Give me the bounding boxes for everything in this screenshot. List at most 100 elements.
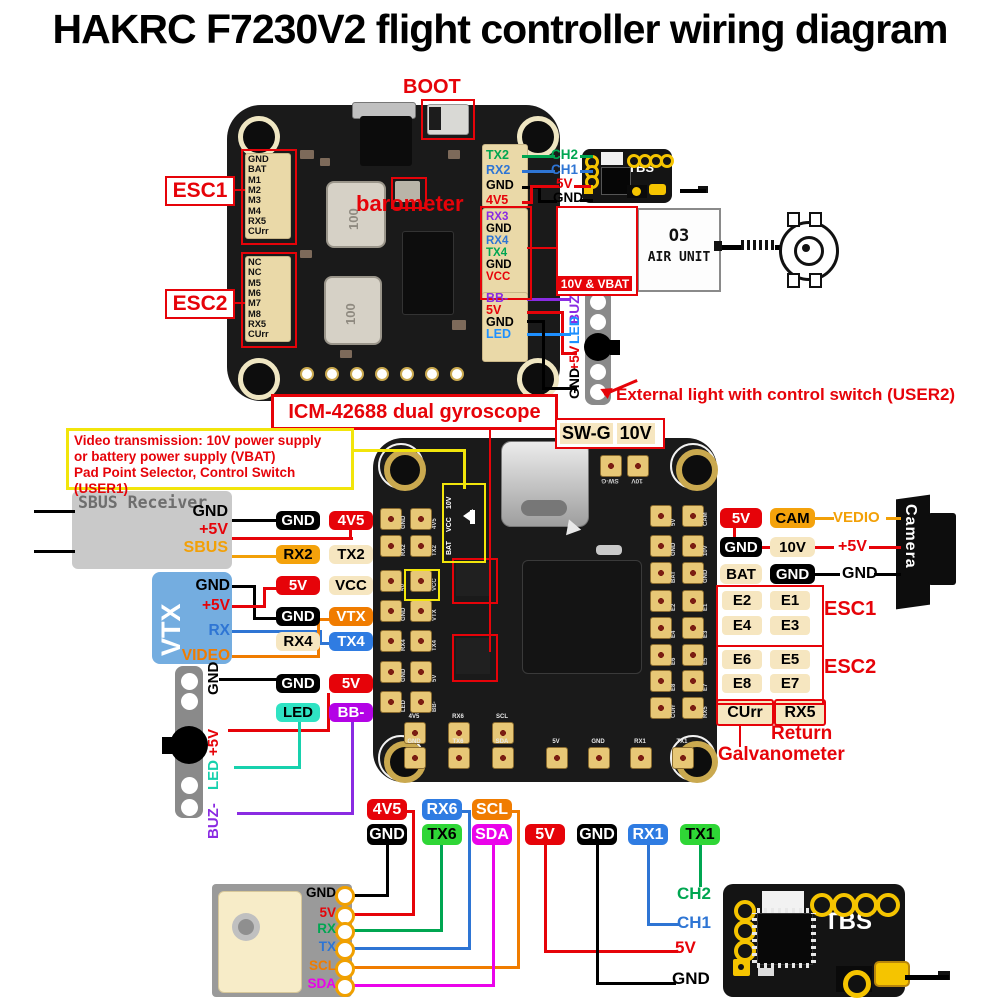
esc2-solder-E8[interactable]: E8 [722,674,762,693]
board1-grommet-0 [238,116,280,158]
antenna-tab-1 [809,212,822,227]
bottom-pill-5V-3[interactable]: 5V [525,824,565,845]
led-left-label-LED: LED [205,760,222,790]
esc2-pin-M7-4: M7 [248,298,261,309]
wire-cam-5v-seg2 [869,546,901,549]
pad-right-TX4-4[interactable]: TX4 [329,632,373,651]
led-strip-left-hole-c [180,776,198,794]
cam-pad2-10V-1[interactable]: 10V [770,537,815,557]
tbs-bottom-wire-CH1: CH1 [677,913,712,932]
selector-arrow [456,509,473,523]
gps-pin-hole-SDA [335,977,355,997]
usbc-slot [521,500,567,516]
bottom-pill-TX1-6[interactable]: TX1 [680,824,720,845]
b2-pad-lo-0 [380,508,402,530]
b2-pad-ri-1 [650,535,672,557]
cam-pad1-GND-1[interactable]: GND [720,537,762,557]
pad-left-5V-2[interactable]: 5V [276,576,320,595]
esc2-solder-E5[interactable]: E5 [770,650,810,669]
b2-pad-b1-1 [448,722,470,744]
wire-tbs2-5v-seg1 [544,950,678,953]
antenna-tab-0 [787,212,800,227]
pad-left-LED-6[interactable]: LED [276,703,320,722]
barometer-label: barometer [356,191,464,216]
b2-lbl-ro-2: GND [703,569,709,583]
tbs-bot-antconn [874,961,910,987]
pad-right-VCC-2[interactable]: VCC [329,576,373,595]
b2-lbl-lo-0: GND [401,515,407,529]
bottom-pill-top-4V5[interactable]: 4V5 [367,799,407,820]
wire-tbs2-gnd-seg1 [596,982,676,985]
wire-gps-5v-seg1 [412,810,415,916]
gps-pin-RX: RX [317,921,336,936]
cam-wire-label-GND: GND [842,565,878,582]
wire-ledl-buz-seg1 [351,714,354,815]
dji-pin-GND-4: GND [486,259,512,271]
bottom-pill-GND-0[interactable]: GND [367,824,407,845]
cam-pad1-5V-0[interactable]: 5V [720,508,762,528]
selector-bar1 [470,510,475,524]
wire-gps-tx-seg0 [461,810,471,813]
bottom-pill-RX1-5[interactable]: RX1 [628,824,668,845]
b2-pad-ro-1 [682,535,704,557]
esc1-solder-E3[interactable]: E3 [770,616,810,635]
pad-right-4V5-0[interactable]: 4V5 [329,511,373,530]
cap-1 [320,158,330,166]
video-note-line2: or battery power supply (VBAT) [74,449,276,464]
tbs-bot-sqdot [738,964,744,970]
esc1-solder-E1[interactable]: E1 [770,591,810,610]
b2-pad-lo-2 [380,570,402,592]
pad-right-TX2-1[interactable]: TX2 [329,545,373,564]
pad-left-GND-3[interactable]: GND [276,607,320,626]
esc2-solder-E6[interactable]: E6 [722,650,762,669]
bottom-pill-GND-4[interactable]: GND [577,824,617,845]
gyro1-chip [456,562,490,596]
led-strip-right-hole-c [590,364,606,380]
esc1-pin-RX5-6: RX5 [248,215,267,226]
pad-left-GND-0[interactable]: GND [276,511,320,530]
pad-right-5V-5[interactable]: 5V [329,674,373,693]
dji-pin-TX4-3: TX4 [486,247,508,259]
esc2-pin-M8-5: M8 [248,308,261,319]
video-note-line1: Video transmission: 10V power supply [74,433,322,448]
cam-pad1-BAT-2[interactable]: BAT [720,564,762,584]
gyro2-box [452,634,498,682]
antenna-coil [741,240,775,250]
bottom-pill-top-SCL[interactable]: SCL [472,799,512,820]
wire-ledl-led-seg1 [298,714,301,769]
cam-pad2-CAM-0[interactable]: CAM [770,508,815,528]
pad-left-RX2-1[interactable]: RX2 [276,545,320,564]
bottom-pill-top-RX6[interactable]: RX6 [422,799,462,820]
b2-lbl-b1-0: 4V5 [408,714,420,720]
pad-right-BB--6[interactable]: BB- [329,703,373,722]
wire-tbs2-gnd-seg0 [596,845,599,985]
wire-ledl-5v-seg0 [228,729,330,732]
esc1-pin-M2-3: M2 [248,184,261,195]
pad-left-RX4-4[interactable]: RX4 [276,632,320,651]
bottom-pill-TX6-1[interactable]: TX6 [422,824,462,845]
gps-pin-hole-GND [335,886,355,906]
wire-gps-sda-seg1 [344,984,495,987]
esc1-solder-E4[interactable]: E4 [722,616,762,635]
wire-vtx-gnd-seg1 [253,585,256,620]
tbs-bot-pins-l [752,913,757,963]
pad-left-GND-5[interactable]: GND [276,674,320,693]
pad-right-VTX-3[interactable]: VTX [329,607,373,626]
swg-text: SW-G [560,423,613,444]
board2-ring-1 [676,449,718,491]
esc1-solder-E2[interactable]: E2 [722,591,762,610]
bottom-pill-SDA-2[interactable]: SDA [472,824,512,845]
cam-pad2-GND-2[interactable]: GND [770,564,815,584]
sbus-receiver-title: SBUS Receiver [78,493,208,512]
gps-pin-SCL: SCL [309,958,336,973]
tbs-top-antconn [649,184,666,195]
wire-gps-tx-seg2 [344,947,471,950]
b2-pad-ro-6 [682,670,704,692]
b2-pad-b2-3 [546,747,568,769]
wire-vtx-5v-seg2 [263,587,281,590]
esc2-solder-E7[interactable]: E7 [770,674,810,693]
antenna-sbus-2-seg0 [34,550,75,553]
wire-gnd-top-seg2 [538,200,557,203]
wire-cam-gnd-seg0 [815,573,840,576]
boot-button-box[interactable] [421,99,475,140]
